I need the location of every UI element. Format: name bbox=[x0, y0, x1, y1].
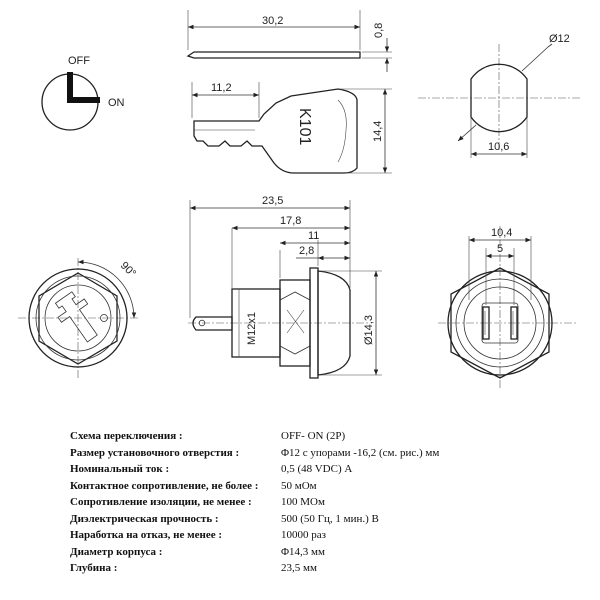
spec-label: Глубина : bbox=[70, 562, 118, 575]
spec-row: Сопротивление изоляции, не менее : 100 М… bbox=[70, 494, 570, 511]
dim-rear-pin: 5 bbox=[497, 243, 503, 255]
technical-drawing: OFF ON 30,2 0,8 K101 11,2 14,4 bbox=[18, 10, 580, 390]
dim-body-diameter: Ø14,3 bbox=[363, 315, 375, 345]
dim-body-17: 17,8 bbox=[280, 215, 301, 227]
key-front-view: K101 11,2 14,4 bbox=[191, 82, 392, 174]
spec-row: Контактное сопротивление, не более : 50 … bbox=[70, 478, 570, 495]
dim-key-length: 30,2 bbox=[262, 15, 283, 27]
off-state-label: OFF bbox=[68, 55, 90, 67]
spec-value: 10000 раз bbox=[281, 529, 326, 542]
spec-label: Схема переключения : bbox=[70, 430, 183, 443]
rotation-angle-label: 90° bbox=[118, 260, 138, 280]
spec-row: Диаметр корпуса : Φ14,3 мм bbox=[70, 544, 570, 561]
thread-label: M12x1 bbox=[246, 312, 258, 345]
spec-value: 0,5 (48 VDC) А bbox=[281, 463, 353, 476]
switch-schema-diagram: OFF ON bbox=[41, 55, 125, 131]
dim-cutout-diameter: Ø12 bbox=[549, 33, 570, 45]
switch-rear-view: 10,4 5 bbox=[438, 226, 578, 390]
dim-key-thickness: 0,8 bbox=[373, 23, 385, 38]
spec-value: 23,5 мм bbox=[281, 562, 317, 575]
spec-row: Схема переключения : OFF- ON (2P) bbox=[70, 428, 570, 445]
spec-row: Размер установочного отверстия : Φ12 с у… bbox=[70, 445, 570, 462]
dim-rear-width: 10,4 bbox=[491, 227, 512, 239]
spec-label: Размер установочного отверстия : bbox=[70, 446, 240, 459]
switch-front-view: 90° bbox=[18, 258, 138, 378]
spec-value: 100 МОм bbox=[281, 496, 325, 509]
key-side-view: 30,2 0,8 bbox=[186, 10, 392, 72]
spec-row: Глубина : 23,5 мм bbox=[70, 560, 570, 577]
spec-row: Диэлектрическая прочность : 500 (50 Гц, … bbox=[70, 511, 570, 528]
spec-value: 50 мОм bbox=[281, 479, 317, 492]
spec-label: Наработка на отказ, не менее : bbox=[70, 529, 223, 542]
spec-label: Диаметр корпуса : bbox=[70, 545, 163, 558]
spec-label: Сопротивление изоляции, не менее : bbox=[70, 496, 252, 509]
spec-row: Номинальный ток : 0,5 (48 VDC) А bbox=[70, 461, 570, 478]
spec-row: Наработка на отказ, не менее : 10000 раз bbox=[70, 527, 570, 544]
spec-value: 500 (50 Гц, 1 мин.) В bbox=[281, 512, 379, 525]
specifications-table: Схема переключения : OFF- ON (2P) Размер… bbox=[70, 428, 570, 577]
spec-label: Диэлектрическая прочность : bbox=[70, 512, 219, 525]
dim-key-height: 14,4 bbox=[372, 121, 384, 142]
panel-cutout-view: Ø12 10,6 bbox=[418, 33, 580, 158]
spec-label: Контактное сопротивление, не более : bbox=[70, 479, 259, 492]
dim-body-length: 23,5 bbox=[262, 195, 283, 207]
dim-body-11: 11 bbox=[308, 230, 319, 242]
on-state-label: ON bbox=[108, 97, 125, 109]
key-marking-text: K101 bbox=[296, 108, 313, 145]
spec-label: Номинальный ток : bbox=[70, 463, 170, 476]
spec-value: Φ12 с упорами -16,2 (см. рис.) мм bbox=[281, 446, 440, 459]
switch-side-view: M12x1 23,5 17,8 11 2,8 Ø14,3 bbox=[188, 195, 382, 379]
spec-value: OFF- ON (2P) bbox=[281, 430, 346, 443]
spec-value: Φ14,3 мм bbox=[281, 545, 325, 558]
dim-key-blade: 11,2 bbox=[211, 82, 232, 94]
dim-body-28: 2,8 bbox=[299, 245, 314, 257]
dim-cutout-flat: 10,6 bbox=[488, 141, 509, 153]
